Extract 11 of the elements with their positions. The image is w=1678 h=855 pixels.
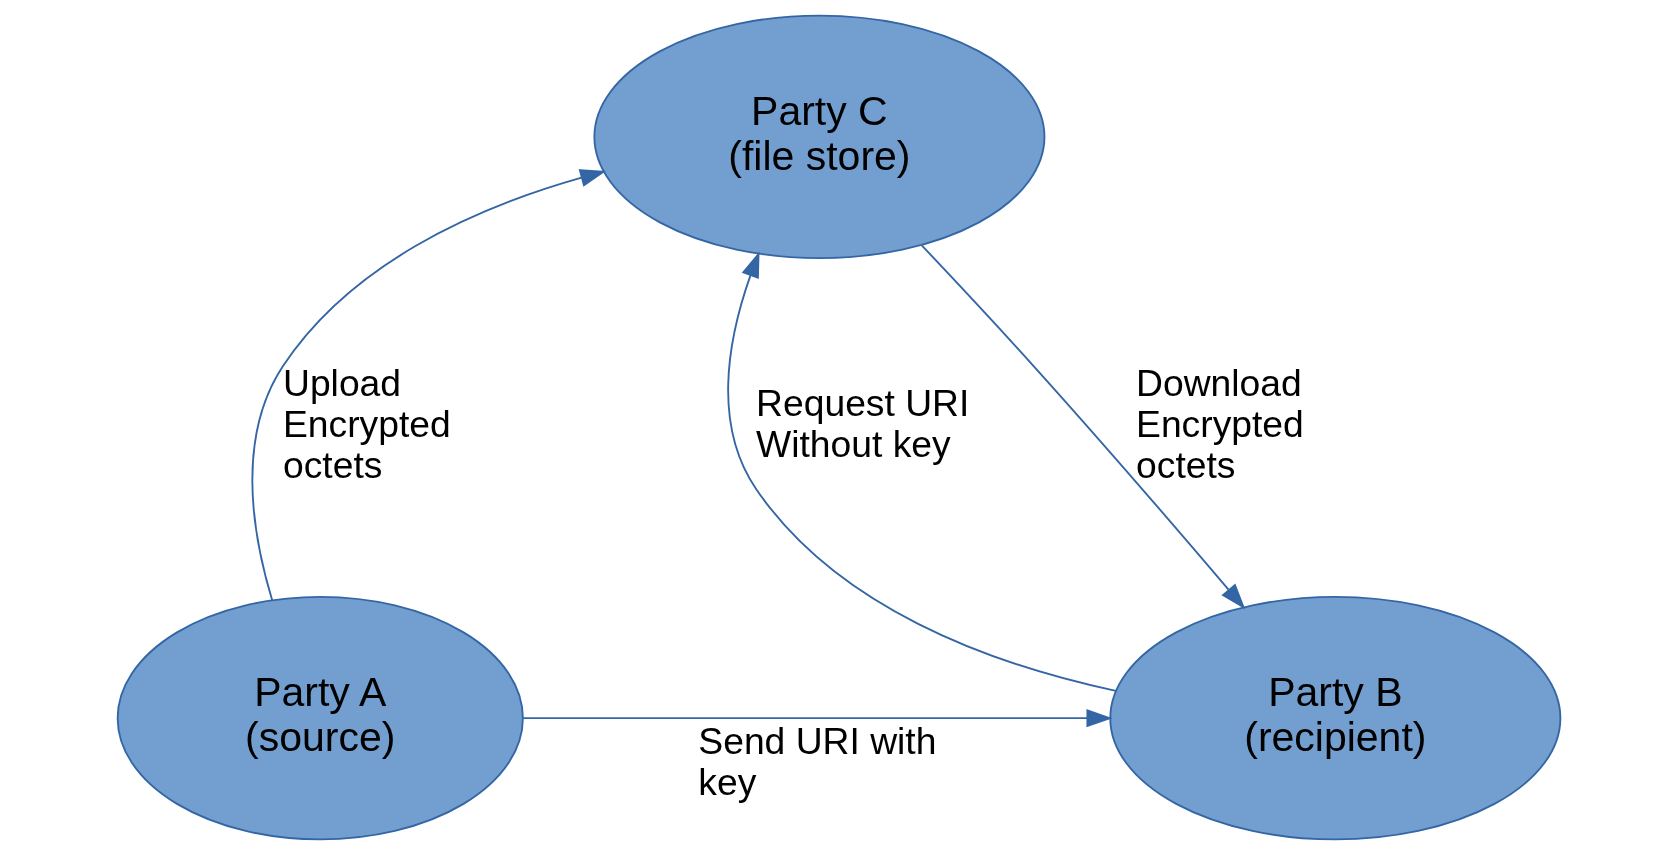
- node-ellipse: Party C (file store): [593, 14, 1046, 260]
- edge-label: Upload Encrypted octets: [283, 361, 451, 486]
- edge-label: Send URI with key: [698, 719, 937, 803]
- arrow: [920, 244, 1246, 610]
- node-ellipse: Party A (source): [116, 595, 524, 841]
- arrow: [727, 251, 1117, 692]
- edge-label: Request URI Without key: [756, 382, 970, 466]
- arrow: [522, 709, 1113, 728]
- arrow: [251, 169, 607, 601]
- node-ellipse: Party B (recipient): [1109, 595, 1562, 841]
- edge-label: Download Encrypted octets: [1136, 361, 1304, 486]
